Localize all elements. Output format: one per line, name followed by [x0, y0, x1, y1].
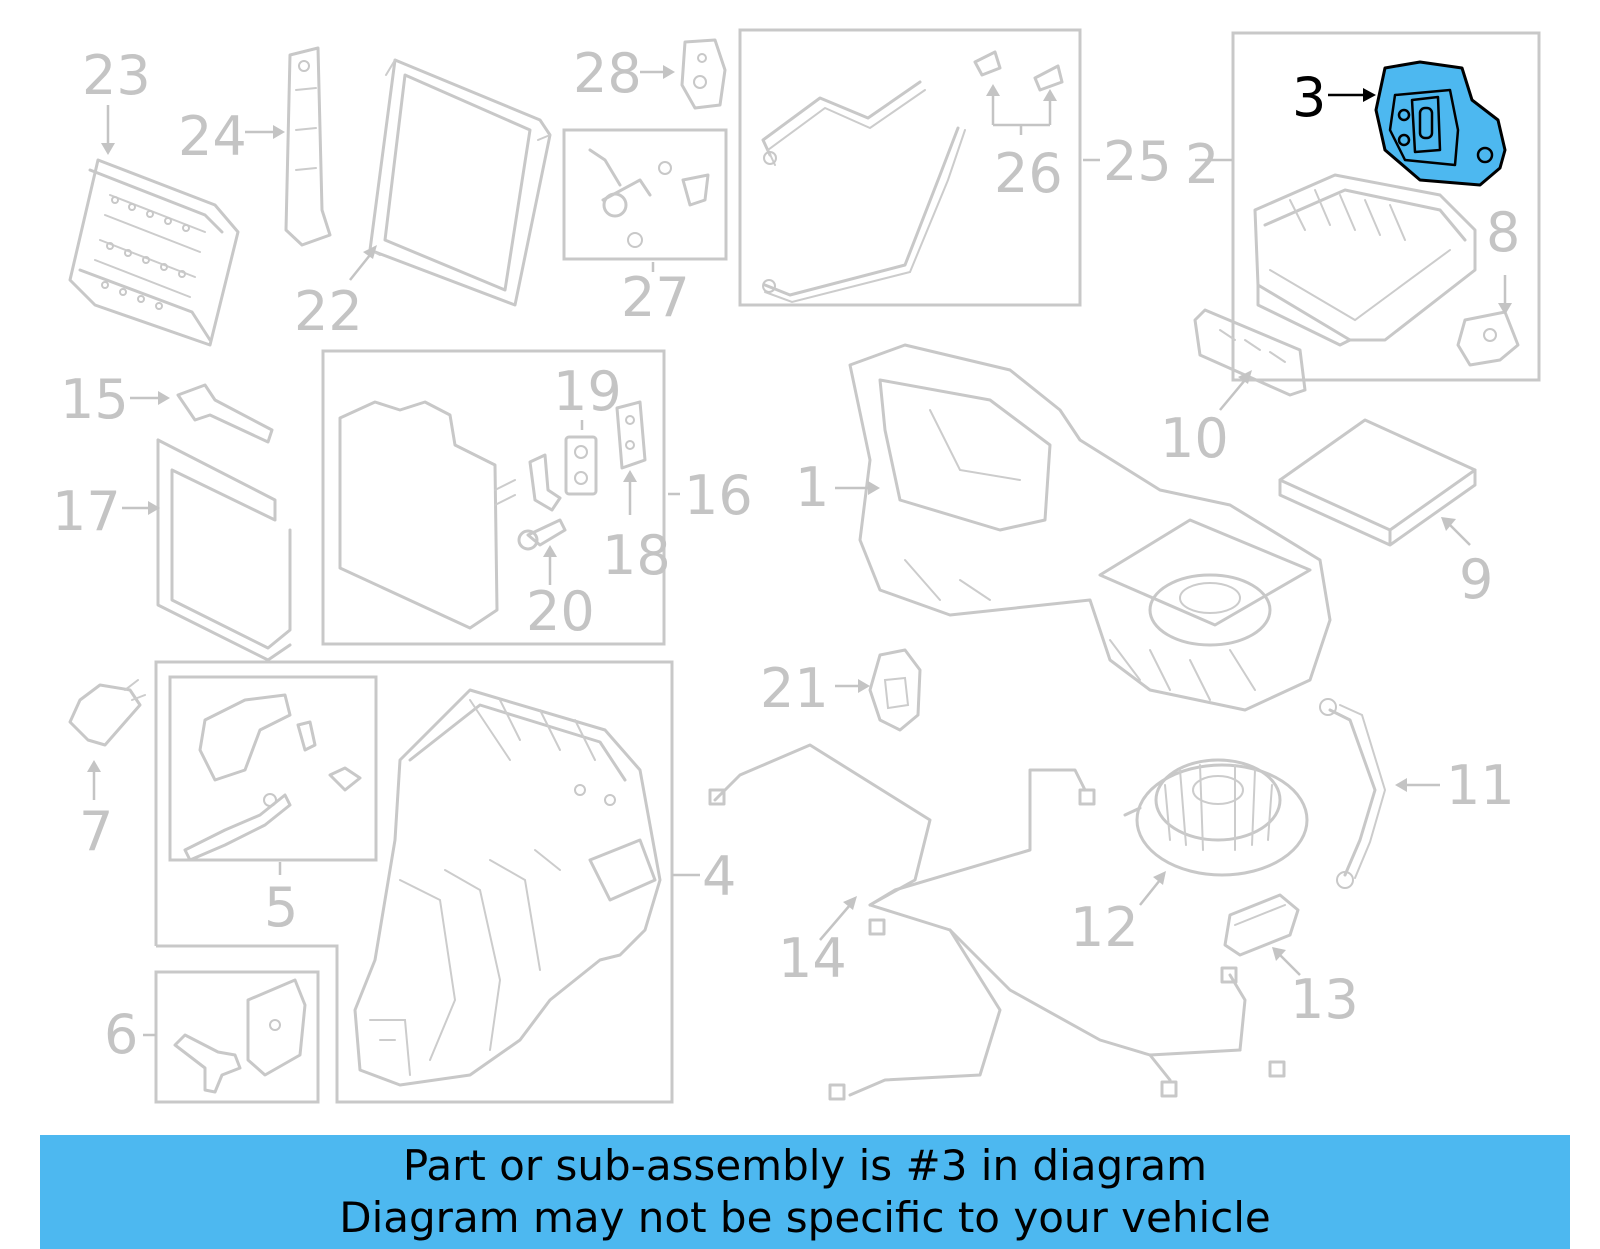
evaporator-core-part-22: [368, 58, 552, 307]
group-box-5: [168, 675, 378, 862]
callout-10: 10: [1160, 407, 1229, 470]
callout-14: 14: [778, 927, 847, 990]
callout-3: 3: [1292, 66, 1326, 129]
callout-13: 13: [1290, 968, 1359, 1031]
callout-16: 16: [684, 464, 753, 527]
wiring-harness-part-14: [708, 743, 1286, 1101]
group-box-16: [321, 349, 666, 646]
seal-part-17: [156, 438, 292, 662]
banner-line-1: Part or sub-assembly is #3 in diagram: [402, 1141, 1208, 1190]
callout-24: 24: [178, 105, 247, 168]
callout-8: 8: [1486, 201, 1520, 264]
callout-numbers: 1 2 3 4 5 6 7 8 9 10 11 12 13 14 15 16 1…: [52, 42, 1520, 1066]
group-box-2: [1231, 31, 1541, 382]
sensor-part-15: [176, 383, 274, 444]
callout-12: 12: [1070, 896, 1139, 959]
resistor-part-13: [1223, 893, 1300, 957]
callout-15: 15: [60, 368, 129, 431]
callout-11: 11: [1446, 754, 1515, 817]
heater-core-part-23: [68, 158, 240, 347]
evaporator-part-16: [338, 400, 647, 630]
blower-motor-part-12: [1123, 758, 1309, 877]
linkage-part-5: [183, 693, 362, 862]
group-box-25: [738, 28, 1082, 307]
grommet-part-21: [868, 648, 922, 732]
callout-1: 1: [795, 456, 829, 519]
ac-lines-part-25: [761, 50, 1100, 304]
callout-28: 28: [573, 42, 642, 105]
callout-7: 7: [79, 800, 113, 863]
valve-part-28: [680, 38, 727, 110]
group-box-6: [154, 970, 320, 1104]
cabin-filter-part-9: [1278, 418, 1477, 547]
callout-6: 6: [104, 1003, 138, 1066]
callout-18: 18: [602, 524, 671, 587]
callout-5: 5: [264, 876, 298, 939]
callout-22: 22: [294, 280, 363, 343]
seal-kit-part-27: [588, 148, 710, 248]
callout-19: 19: [553, 360, 622, 423]
actuator-part-6: [173, 978, 307, 1094]
actuator-part-10: [1193, 308, 1307, 397]
drain-hose-part-11: [1319, 698, 1387, 889]
info-banner: Part or sub-assembly is #3 in diagram Di…: [40, 1135, 1570, 1249]
group-box-27: [562, 128, 728, 261]
sensor-part-8: [1456, 310, 1520, 367]
callout-9: 9: [1459, 548, 1493, 611]
callout-17: 17: [52, 480, 121, 543]
blower-housing-part-2: [1253, 173, 1477, 347]
callout-4: 4: [702, 845, 736, 908]
callout-21: 21: [760, 657, 829, 720]
bracket-part-24: [284, 46, 332, 247]
callout-2: 2: [1185, 133, 1219, 196]
actuator-part-7: [68, 679, 146, 747]
hvac-lower-case-part-4: [353, 688, 662, 1087]
group-box-4: [154, 660, 674, 1104]
callout-23: 23: [82, 44, 151, 107]
callout-25: 25: [1103, 130, 1172, 193]
callout-26: 26: [994, 142, 1063, 205]
banner-line-2: Diagram may not be specific to your vehi…: [339, 1193, 1271, 1242]
hvac-case-part-1: [848, 343, 1332, 712]
highlighted-part-3: [1374, 60, 1507, 187]
callout-27: 27: [621, 266, 690, 329]
leader-lines: [87, 65, 1512, 1037]
callout-20: 20: [526, 580, 595, 643]
callout-3-leader: [1328, 88, 1376, 102]
